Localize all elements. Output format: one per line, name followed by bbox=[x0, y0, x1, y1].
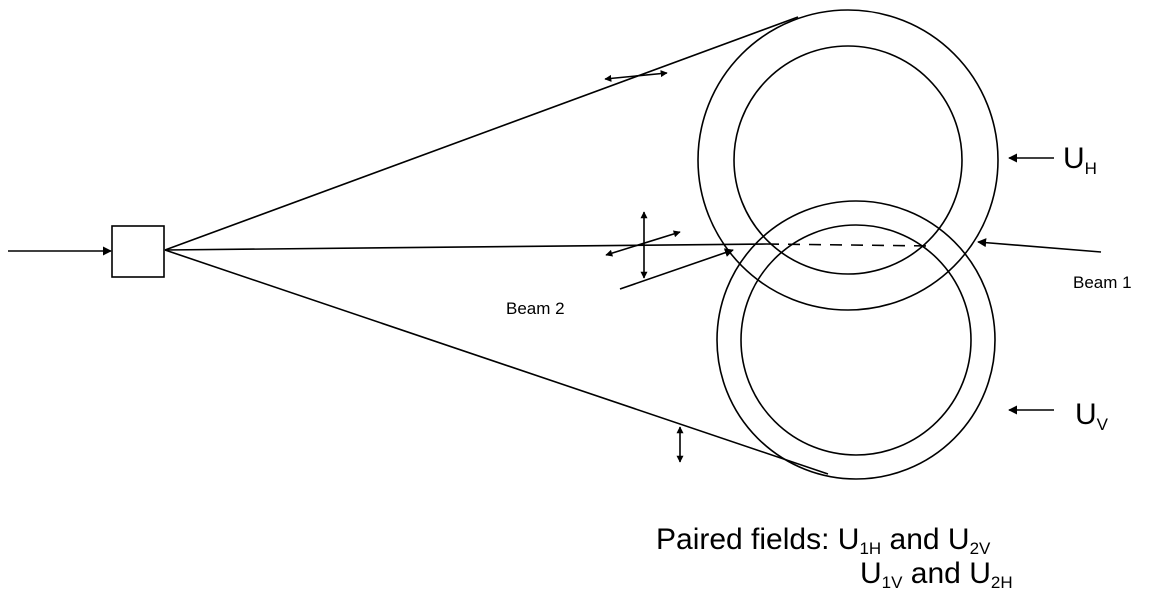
beam2-label: Beam 2 bbox=[506, 299, 565, 318]
lower-beam-line bbox=[164, 249, 829, 475]
mixed-polarization-arrows bbox=[605, 211, 681, 279]
beam-overlap-dashed-line bbox=[766, 243, 936, 247]
lower-ring-inner bbox=[740, 224, 972, 456]
beam1-label: Beam 1 bbox=[1073, 273, 1132, 292]
caption-line-2: U1V and U2H bbox=[860, 557, 1013, 592]
horizontal-polarization-arrow bbox=[604, 70, 668, 82]
upper-beam-line bbox=[164, 16, 799, 251]
uv-label: UV bbox=[1075, 398, 1109, 434]
caption-line-1: Paired fields: U1H and U2V bbox=[656, 523, 991, 558]
upper-ring-outer bbox=[697, 9, 999, 311]
upper-ring-inner bbox=[733, 45, 963, 275]
beam2-arrow bbox=[619, 248, 734, 290]
uh-label: UH bbox=[1063, 142, 1097, 178]
lower-ring-outer bbox=[716, 200, 996, 480]
beam1-arrow bbox=[977, 238, 1102, 253]
middle-beam-line bbox=[164, 243, 768, 251]
source-box bbox=[111, 225, 165, 278]
